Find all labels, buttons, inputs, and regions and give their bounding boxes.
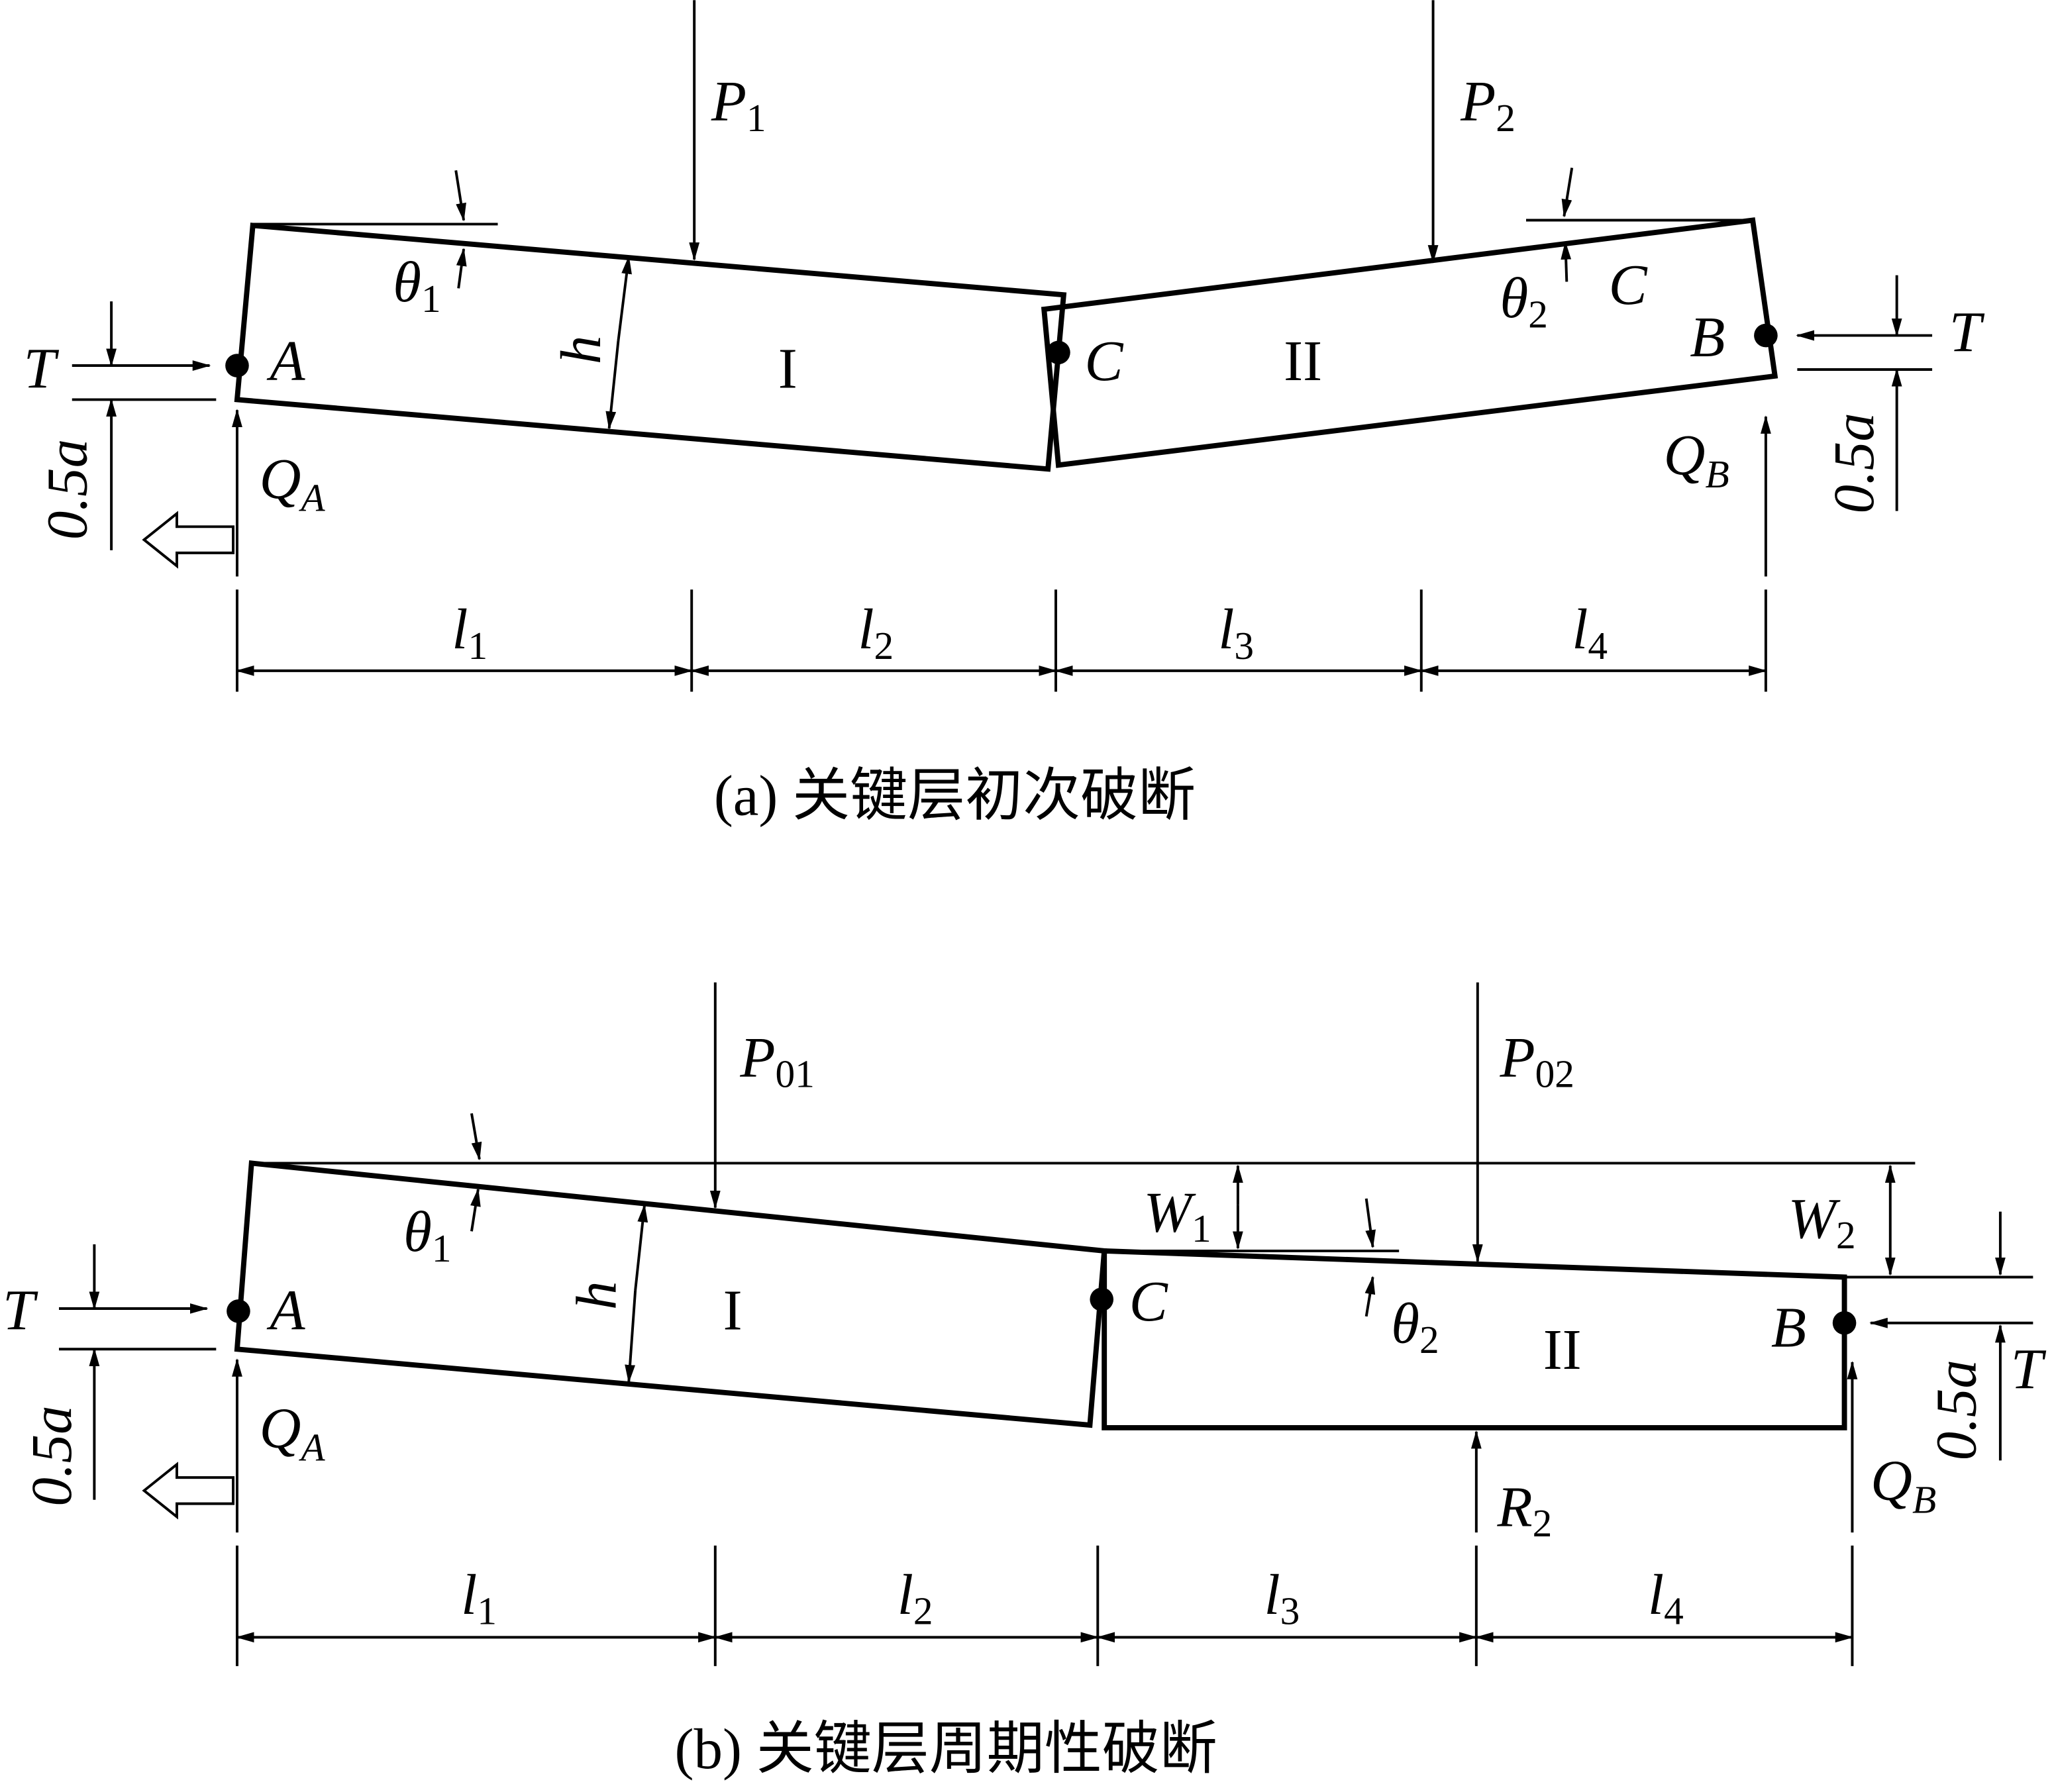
label-qb: QB <box>1871 1448 1936 1522</box>
label-c: C <box>1085 328 1124 393</box>
dimension-lines-a <box>235 589 1767 692</box>
caption-b: (b) 关键层周期性破断 <box>675 1717 1217 1781</box>
label-qa: QA <box>260 446 326 520</box>
label-w2: W2 <box>1788 1186 1856 1257</box>
label-a: A <box>266 1278 305 1342</box>
label-theta1: θ1 <box>403 1199 451 1270</box>
label-r2: R2 <box>1496 1474 1552 1545</box>
panel-b: P01 P02 θ1 W1 θ2 W2 h I II A C B <box>3 982 2047 1781</box>
label-p2: P2 <box>1460 69 1515 140</box>
dimension-lines-b <box>235 1545 1854 1666</box>
movement-arrow-icon <box>142 1462 235 1520</box>
label-t-left: T <box>3 1278 38 1342</box>
label-b: B <box>1690 305 1725 369</box>
block-1 <box>234 1160 1107 1428</box>
label-block-2: II <box>1284 328 1322 393</box>
block-1 <box>234 223 1067 472</box>
label-p1: P1 <box>711 69 766 140</box>
label-l1: l1 <box>452 597 488 668</box>
label-b: B <box>1771 1295 1806 1359</box>
label-half-a-left: 0.5a <box>19 1405 83 1506</box>
label-h: h <box>564 1281 629 1310</box>
hinge-c <box>1047 340 1070 365</box>
label-c-right: C <box>1609 252 1648 317</box>
hinge-a <box>227 1299 250 1323</box>
block-2 <box>1041 217 1778 468</box>
label-block-1: I <box>723 1278 743 1342</box>
label-l4: l4 <box>1648 1562 1684 1633</box>
label-t-left: T <box>24 336 60 401</box>
hinge-b <box>1754 323 1778 348</box>
label-l2: l2 <box>858 597 894 668</box>
panel-a: P1 P2 θ1 θ2 C h I II A C B T 0.5a QA <box>24 0 1985 827</box>
label-half-a-left: 0.5a <box>35 439 99 540</box>
label-w1: W1 <box>1144 1179 1211 1250</box>
label-h: h <box>548 336 613 365</box>
label-theta2: θ2 <box>1500 266 1547 336</box>
label-p01: P01 <box>739 1025 814 1096</box>
label-l1: l1 <box>461 1562 497 1633</box>
label-a: A <box>266 328 305 393</box>
hinge-c <box>1090 1287 1114 1311</box>
label-block-2: II <box>1543 1317 1582 1381</box>
hinge-a <box>225 354 249 377</box>
label-half-a-right: 0.5a <box>1924 1360 1988 1460</box>
caption-a: (a) 关键层初次破断 <box>714 763 1196 827</box>
label-c: C <box>1129 1269 1168 1333</box>
block-2 <box>1102 1248 1847 1430</box>
label-block-1: I <box>778 336 797 401</box>
label-half-a-right: 0.5a <box>1822 413 1886 513</box>
label-theta1: θ1 <box>393 250 440 321</box>
label-l4: l4 <box>1572 597 1608 668</box>
label-theta2: θ2 <box>1391 1291 1439 1362</box>
label-qb: QB <box>1664 423 1729 496</box>
label-qa: QA <box>260 1396 326 1469</box>
hinge-b <box>1832 1311 1857 1335</box>
label-l2: l2 <box>898 1562 933 1633</box>
movement-arrow-icon <box>142 511 235 569</box>
label-l3: l3 <box>1264 1562 1300 1633</box>
label-t-right: T <box>1949 299 1985 364</box>
label-l3: l3 <box>1218 597 1254 668</box>
label-t-right: T <box>2011 1337 2047 1401</box>
label-p02: P02 <box>1499 1025 1574 1096</box>
